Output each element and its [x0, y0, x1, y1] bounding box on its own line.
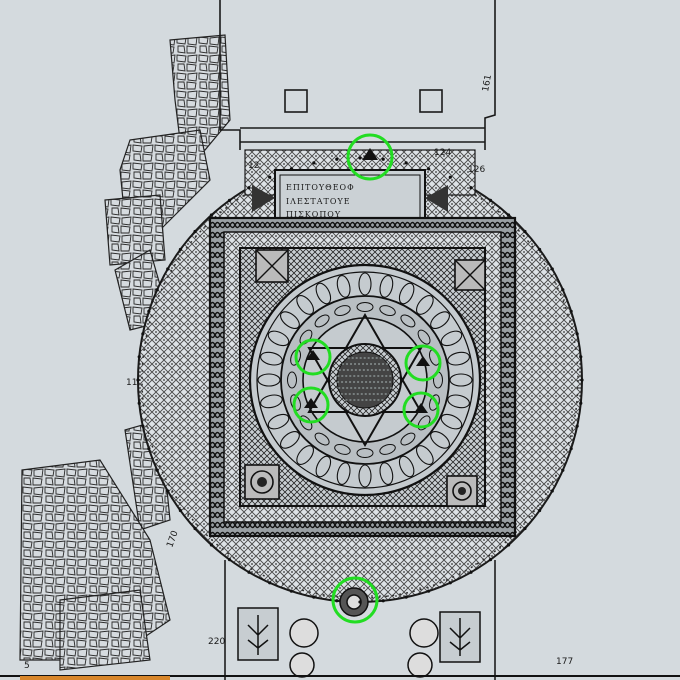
- roundel-petal: [415, 445, 434, 465]
- central-roundel: [248, 263, 482, 497]
- inscription-line-3: ΠΙΣΚΟΠΟΥ: [286, 210, 341, 219]
- north-walls: [219, 0, 496, 150]
- roundel-inner-petal: [287, 371, 297, 389]
- roundel-petal: [430, 430, 450, 449]
- roundel-petal: [379, 462, 394, 485]
- elevation-labels: 161 124 126 12 11 170 220 5 177: [24, 74, 573, 671]
- roundel-petal: [440, 413, 463, 430]
- elevation-label: 161: [481, 74, 494, 93]
- roundel-inner-petal: [356, 302, 374, 312]
- roundel-inner-petal: [334, 443, 351, 455]
- roundel-petal: [315, 282, 332, 305]
- roundel-petal: [415, 295, 434, 315]
- roundel-petal: [260, 351, 283, 366]
- roundel-petal: [447, 394, 470, 409]
- roundel-petal: [449, 373, 473, 387]
- roundel-inner-petal: [290, 394, 302, 411]
- highlight-circle: [404, 344, 442, 382]
- roundel-petal: [440, 330, 463, 347]
- south-features: [0, 560, 680, 680]
- roundel-inner-petal: [400, 432, 416, 446]
- highlight-circle: [402, 391, 440, 429]
- inscription-panel: ΕΠΙΤΟΥΘΕΟΦ ΙΛΕΣΤΑΤΟΥΕ ΠΙΣΚΟΠΟΥ: [252, 169, 448, 227]
- roundel-inner-petal: [379, 443, 396, 455]
- elevation-label: 12: [248, 161, 259, 171]
- highlight-circle: [331, 576, 379, 624]
- corner-ornament-sw: [244, 464, 280, 500]
- roundel-inner-petal: [379, 305, 396, 317]
- corner-ornament-se: [446, 475, 478, 507]
- roundel-petal: [379, 275, 394, 298]
- roundel-petal: [336, 462, 351, 485]
- roundel-inner-petal: [428, 394, 440, 411]
- roundel-inner-petal: [417, 329, 431, 345]
- roundel-petal: [398, 282, 415, 305]
- roundel-petal: [260, 394, 283, 409]
- inscription-line-1: ΕΠΙΤΟΥΘΕΟΦ: [286, 183, 355, 192]
- corner-ornament-nw: [255, 249, 289, 283]
- elevation-label: 5: [24, 661, 30, 671]
- inscription-line-2: ΙΛΕΣΤΑΤΟΥΕ: [286, 197, 351, 206]
- roundel-petal: [430, 311, 450, 330]
- corner-ornament-ne: [454, 259, 486, 291]
- roundel-petal: [336, 275, 351, 298]
- roundel-inner-petal: [299, 415, 313, 431]
- roundel-petal: [315, 455, 332, 478]
- elevation-label: 126: [468, 165, 485, 175]
- roundel-petal: [398, 455, 415, 478]
- highlight-circle: [346, 133, 394, 181]
- roundel-petal: [280, 311, 300, 330]
- roundel-petal: [358, 464, 372, 488]
- highlight-annotations: [292, 133, 442, 624]
- roundel-petal: [257, 373, 281, 387]
- roundel-petal: [296, 445, 315, 465]
- elevation-label: 220: [208, 637, 225, 647]
- roundel-inner-petal: [400, 314, 416, 328]
- elevation-label: 177: [556, 657, 573, 667]
- roundel-inner-petal: [334, 305, 351, 317]
- roundel-inner-petal: [314, 432, 330, 446]
- highlight-circle: [292, 386, 330, 424]
- roundel-petal: [267, 413, 290, 430]
- roundel-inner-petal: [314, 314, 330, 328]
- elevation-label: 124: [434, 148, 451, 158]
- roundel-petal: [280, 430, 300, 449]
- elevation-label: 11: [126, 378, 137, 388]
- roundel-petal: [358, 272, 372, 296]
- roundel-inner-petal: [356, 448, 374, 458]
- roundel-petal: [296, 295, 315, 315]
- highlight-circle: [294, 338, 332, 376]
- roundel-petal: [267, 330, 290, 347]
- roundel-petal: [447, 351, 470, 366]
